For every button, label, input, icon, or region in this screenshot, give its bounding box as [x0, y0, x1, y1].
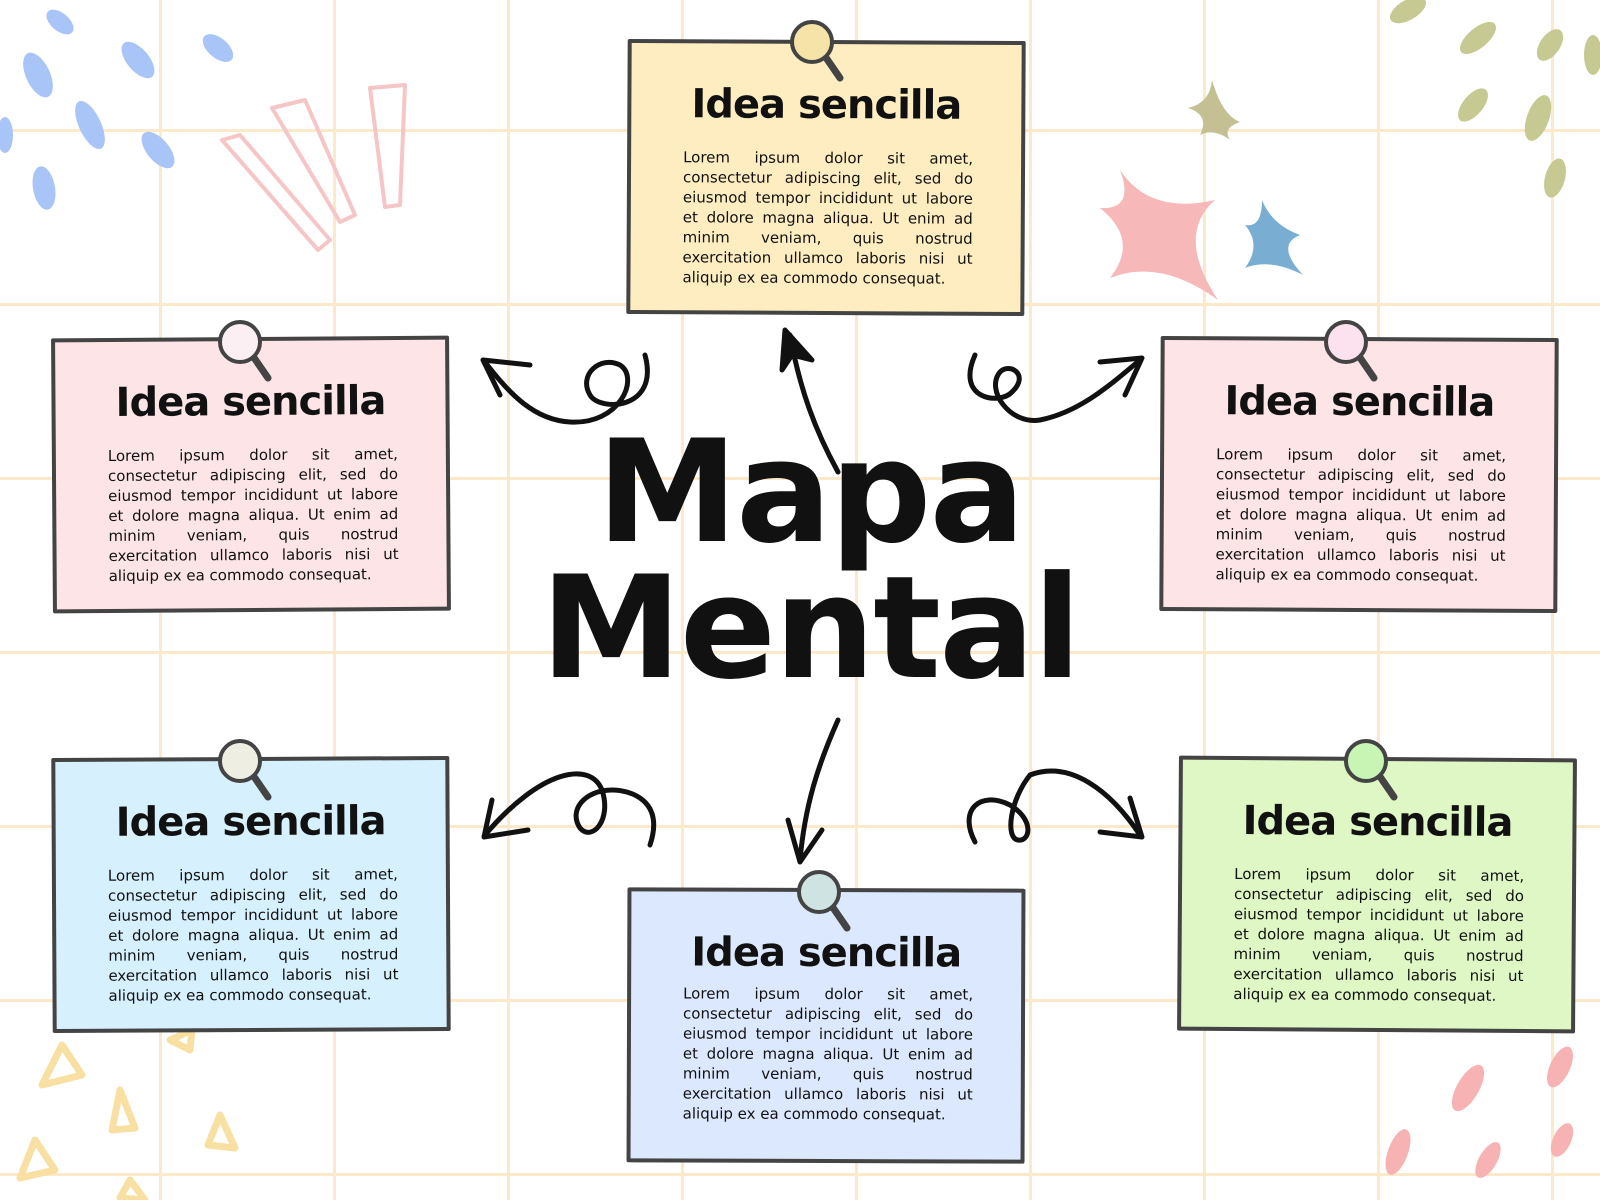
pin-icon [218, 739, 272, 801]
arrow-down-left [481, 771, 657, 848]
center-title-line2: Mental [540, 546, 1081, 711]
pin-icon [218, 320, 272, 382]
note-body: Lorem ipsum dolor sit amet, consectetur … [1215, 445, 1507, 585]
arrow-down [785, 717, 841, 865]
note-body: Lorem ipsum dolor sit amet, consectetur … [107, 444, 399, 585]
center-title: Mapa Mental [540, 410, 1081, 711]
pin-icon [797, 870, 851, 932]
center-title-line1: Mapa [596, 410, 1026, 575]
pin-icon [1324, 320, 1378, 382]
note-body: Lorem ipsum dolor sit amet, consectetur … [682, 984, 974, 1124]
note-body: Lorem ipsum dolor sit amet, consectetur … [1233, 865, 1525, 1005]
arrow-down-right [966, 768, 1145, 845]
note-body: Lorem ipsum dolor sit amet, consectetur … [682, 148, 974, 288]
arrow-up-left [480, 352, 650, 425]
pin-icon [790, 20, 844, 82]
pin-icon [1344, 739, 1398, 801]
arrow-up-right [967, 352, 1145, 423]
note-body: Lorem ipsum dolor sit amet, consectetur … [107, 865, 399, 1005]
note-title: Idea sencilla [691, 81, 962, 129]
arrow-up [779, 327, 841, 475]
